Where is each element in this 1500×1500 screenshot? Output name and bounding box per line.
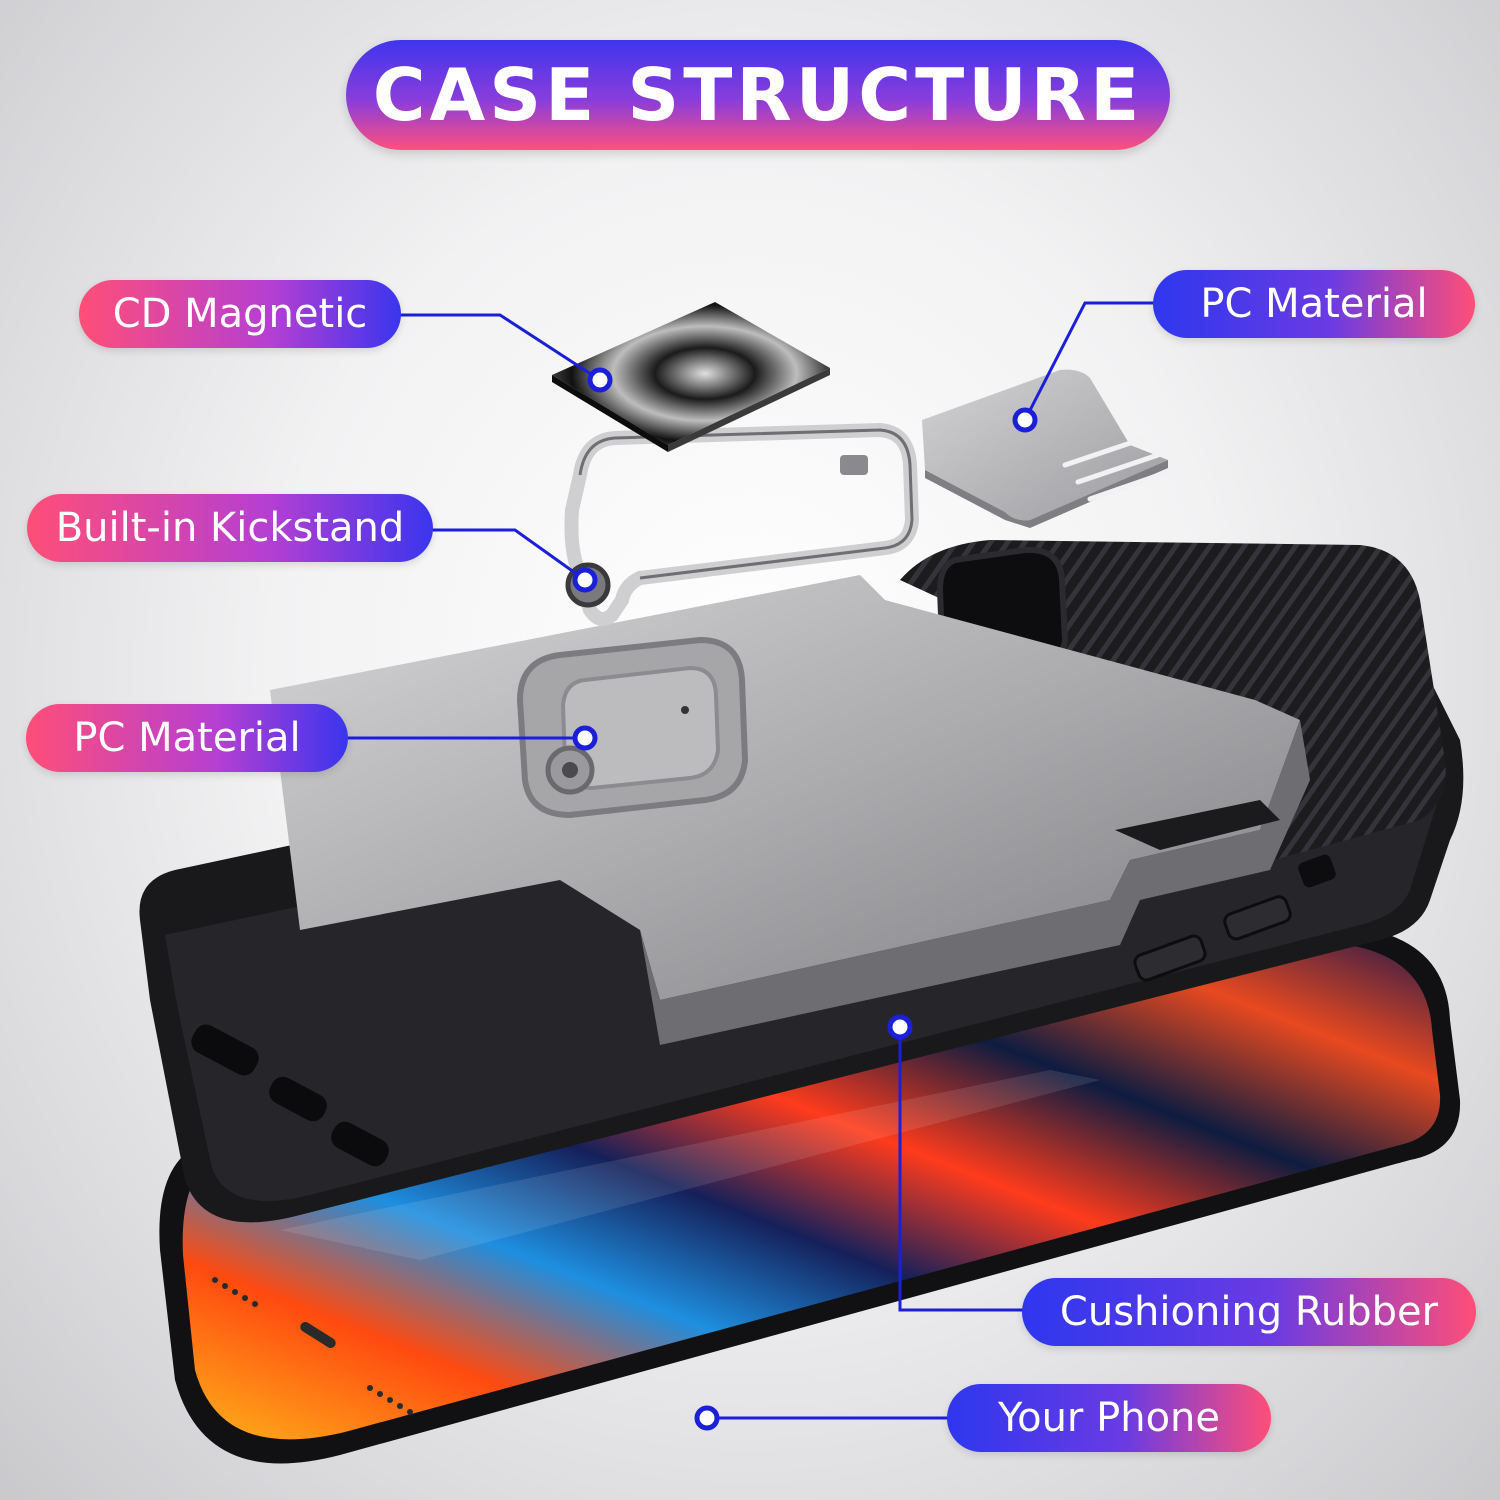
- callout-dots: [572, 367, 1038, 1431]
- callout-label: Cushioning Rubber: [1059, 1289, 1439, 1335]
- callout-label: Built-in Kickstand: [55, 505, 405, 551]
- title-banner: CASE STRUCTURE: [346, 40, 1170, 150]
- callout-label: PC Material: [73, 715, 301, 761]
- pc-lens-cover: [922, 369, 1168, 528]
- callout-label: Your Phone: [997, 1395, 1220, 1441]
- leader-lines: [348, 301, 1155, 1420]
- pc-back-plate: [270, 575, 1310, 1045]
- page-title: CASE STRUCTURE: [372, 53, 1144, 137]
- phone: [159, 925, 1461, 1464]
- callout-built-in-kickstand: Built-in Kickstand: [27, 494, 433, 562]
- callout-label: PC Material: [1200, 281, 1428, 327]
- callout-your-phone: Your Phone: [947, 1384, 1271, 1452]
- callout-cushioning-rubber: Cushioning Rubber: [1022, 1278, 1476, 1346]
- callout-label: CD Magnetic: [112, 291, 368, 337]
- case-side-buttons: [1133, 895, 1292, 982]
- cd-magnetic-plate: [552, 302, 830, 452]
- callout-pc-material-left: PC Material: [26, 704, 348, 772]
- phone-speaker-grille: [212, 1277, 413, 1415]
- callout-cd-magnetic: CD Magnetic: [79, 280, 401, 348]
- callout-pc-material-top: PC Material: [1153, 270, 1475, 338]
